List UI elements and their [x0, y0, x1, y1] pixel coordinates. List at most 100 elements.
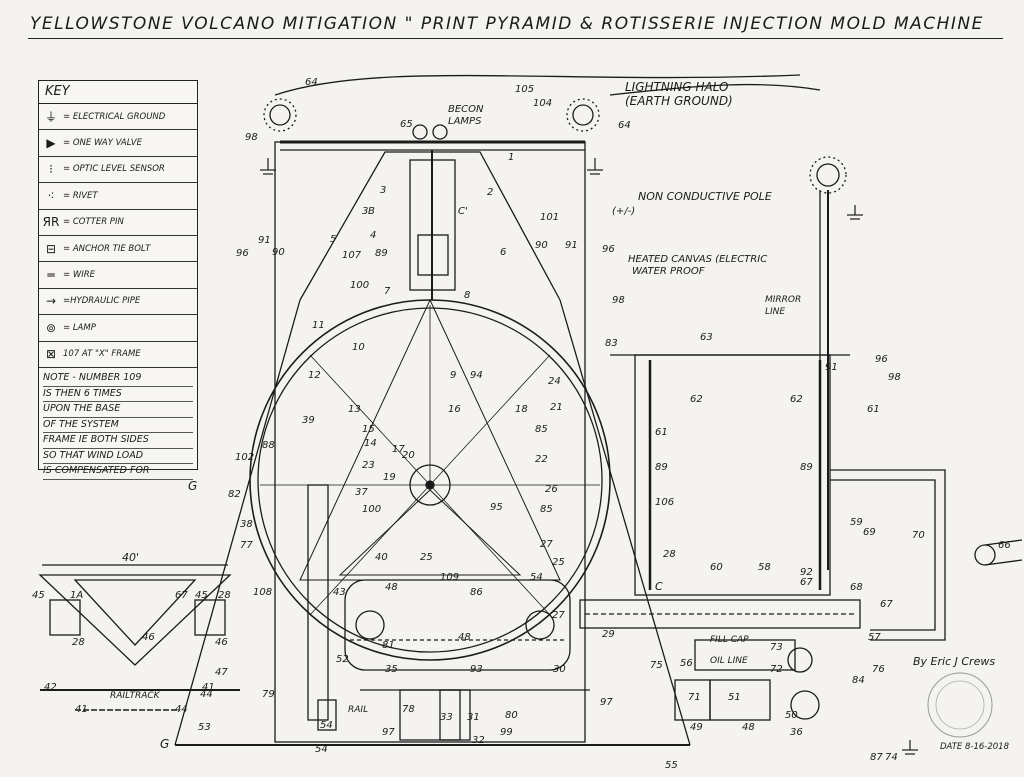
lightning-halo-left	[263, 98, 297, 132]
part-number-callout: C'	[458, 206, 468, 217]
part-number-callout: 28	[218, 590, 231, 601]
part-number-callout: 47	[215, 667, 228, 678]
part-number-callout: 94	[470, 370, 483, 381]
part-number-callout: 74	[885, 752, 898, 763]
label-c: C	[655, 580, 663, 593]
title-underline	[28, 38, 1003, 39]
part-number-callout: 58	[758, 562, 771, 573]
part-number-callout: 62	[790, 394, 803, 405]
legend-row: ⊠107 AT "X" FRAME	[39, 342, 197, 368]
part-number-callout: 24	[548, 376, 561, 387]
legend-label: = ONE WAY VALVE	[63, 138, 142, 149]
part-number-callout: 35	[385, 664, 398, 675]
part-number-callout: 67	[800, 577, 813, 588]
part-number-callout: 1	[508, 152, 514, 163]
part-number-callout: 88	[262, 440, 275, 451]
part-number-callout: 46	[215, 637, 228, 648]
signature: By Eric J Crews	[913, 655, 996, 668]
legend-row: → =HYDRAULIC PIPE	[39, 289, 197, 316]
part-number-callout: 49	[690, 722, 703, 733]
engineer-seal	[927, 672, 993, 738]
part-number-callout: 64	[305, 77, 318, 88]
part-number-callout: 89	[655, 462, 668, 473]
part-number-callout: 9	[450, 370, 456, 381]
part-number-callout: 106	[655, 497, 674, 508]
part-number-callout: 109	[440, 572, 459, 583]
part-number-callout: 96	[875, 354, 888, 365]
part-number-callout: 25	[420, 552, 433, 563]
label-dimension: 40'	[122, 551, 139, 564]
part-number-callout: 51	[728, 692, 741, 703]
part-number-callout: 82	[228, 489, 241, 500]
legend-row: ⊚= LAMP	[39, 315, 197, 342]
part-number-callout: 48	[458, 632, 471, 643]
part-number-callout: 100	[362, 504, 381, 515]
part-number-callout: 4	[370, 230, 376, 241]
legend-note-line: OF THE SYSTEM	[43, 418, 193, 434]
bolt-icon: ⊟	[45, 241, 57, 256]
part-number-callout: 89	[800, 462, 813, 473]
label-lamps: LAMPS	[448, 116, 482, 127]
legend-note-line: IS COMPENSATED FOR	[43, 464, 193, 481]
part-number-callout: 99	[500, 727, 513, 738]
legend-row: ⁝= OPTIC LEVEL SENSOR	[39, 157, 197, 184]
label-pole: NON CONDUCTIVE POLE	[638, 190, 772, 203]
legend-label: = ELECTRICAL GROUND	[63, 111, 166, 122]
part-number-callout: 73	[770, 642, 783, 653]
part-number-callout: 12	[308, 370, 321, 381]
part-number-callout: 78	[402, 704, 415, 715]
part-number-callout: 8	[464, 290, 470, 301]
part-number-callout: 98	[888, 372, 901, 383]
frame-icon: ⊠	[45, 347, 57, 362]
wire-icon: ═	[47, 268, 55, 283]
conveyor-belt	[344, 579, 571, 671]
part-number-callout: 68	[850, 582, 863, 593]
part-number-callout: 48	[742, 722, 755, 733]
label-fill-cap: FILL CAP	[710, 635, 749, 645]
legend-label: = LAMP	[63, 322, 96, 333]
legend-note-line: IS THEN 6 TIMES	[43, 387, 193, 403]
part-number-callout: 85	[535, 424, 548, 435]
legend-label: = COTTER PIN	[63, 217, 124, 228]
part-number-callout: 96	[602, 244, 615, 255]
pipe-icon: →	[45, 294, 57, 309]
part-number-callout: 54	[530, 572, 543, 583]
legend-heading: KEY	[39, 81, 197, 104]
part-number-callout: 39	[302, 415, 315, 426]
drawing-date: DATE 8-16-2018	[940, 742, 1009, 752]
part-number-callout: 23	[362, 460, 375, 471]
pyramid-outline	[299, 151, 561, 301]
part-number-callout: 36	[790, 727, 803, 738]
label-mirror-line: LINE	[765, 307, 785, 317]
legend-row: ЯR= COTTER PIN	[39, 210, 197, 236]
legend-label: = RIVET	[63, 190, 98, 201]
part-number-callout: 44	[175, 704, 188, 715]
rivet-icon: ⁖	[47, 188, 55, 203]
part-number-callout: 84	[852, 675, 865, 686]
part-number-callout: 96	[236, 248, 249, 259]
part-number-callout: 76	[872, 664, 885, 675]
part-number-callout: 27	[552, 610, 565, 621]
part-number-callout: 45	[195, 590, 208, 601]
part-number-callout: 22	[535, 454, 548, 465]
beacon-lamp-right	[432, 124, 448, 140]
part-number-callout: 93	[470, 664, 483, 675]
legend-note-line: SO THAT WIND LOAD	[43, 449, 193, 465]
part-number-callout: 41	[75, 704, 88, 715]
label-g-bottom: G	[160, 737, 169, 751]
part-number-callout: 79	[262, 689, 275, 700]
part-number-callout: 64	[618, 120, 631, 131]
label-becon: BECON	[448, 104, 484, 115]
legend-note-line: FRAME IE BOTH SIDES	[43, 433, 193, 449]
part-number-callout: 11	[312, 320, 325, 331]
sensor-icon: ⁝	[49, 162, 53, 177]
part-number-callout: 80	[505, 710, 518, 721]
part-number-callout: 38	[240, 519, 253, 530]
part-number-callout: 77	[240, 540, 253, 551]
part-number-callout: 50	[785, 710, 798, 721]
part-number-callout: 29	[602, 629, 615, 640]
legend-label: =HYDRAULIC PIPE	[63, 296, 141, 307]
part-number-callout: 59	[850, 517, 863, 528]
